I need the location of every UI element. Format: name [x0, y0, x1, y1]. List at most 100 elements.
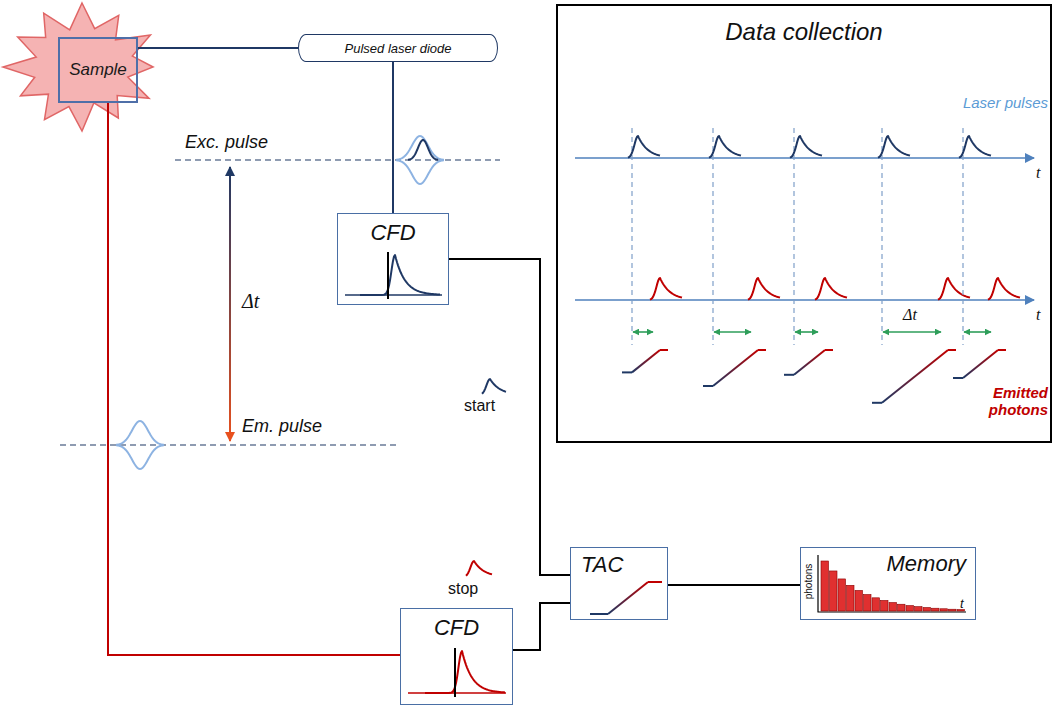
emission-label: Em. pulse [242, 416, 322, 437]
excitation-label: Exc. pulse [185, 132, 268, 153]
cfd-box: CFD [337, 213, 449, 305]
histogram-bar [898, 604, 906, 611]
delay-interval [633, 331, 653, 333]
tac-ramp [784, 374, 794, 376]
tac-ramp [794, 350, 825, 375]
tac-ramp [882, 350, 948, 403]
emission-pulse [116, 445, 164, 469]
tac-ramp [703, 385, 713, 387]
cfd-box: CFD [400, 608, 513, 705]
signal-label: stop [446, 580, 480, 598]
histogram-bar [881, 600, 889, 611]
histogram-bar [949, 609, 957, 611]
pulse-marker-line [793, 128, 794, 345]
tac-ramp [948, 349, 956, 351]
cfd-pulse [425, 651, 505, 693]
histogram-bar [847, 585, 855, 611]
excitation-pulse [408, 140, 438, 160]
laser-label: Pulsed laser diode [345, 41, 452, 56]
delay-interval [964, 331, 991, 333]
stop-pulse-icon [466, 561, 492, 576]
data-collection-panel: Data collectionLaser pulsesEmitted photo… [556, 4, 1052, 443]
tac-ramp [963, 350, 998, 378]
histogram-bar [838, 579, 846, 611]
dashed-level [175, 159, 500, 160]
delay-interval [795, 331, 818, 333]
laser-pulses-label: Laser pulses [952, 94, 1048, 111]
emission-pulse [116, 421, 164, 445]
emitted-photons-label: Emitted photons [962, 384, 1048, 418]
laser-diode: Pulsed laser diode [298, 34, 498, 62]
cfd-pulse [360, 255, 440, 295]
histogram-bar [855, 590, 863, 611]
time-axis-label: t [960, 596, 964, 611]
histogram-bar [932, 608, 940, 611]
histogram-bar [864, 595, 872, 611]
tac-ramp [825, 349, 833, 351]
photon-pulse [988, 278, 1020, 300]
delay-interval [714, 331, 751, 333]
histogram-bar [940, 609, 948, 611]
histogram-bar [915, 607, 923, 611]
tac-ramp [648, 581, 662, 583]
connector-line [513, 603, 570, 650]
connector-line [138, 47, 298, 49]
laser-pulse [628, 136, 660, 158]
cfd-label: CFD [370, 220, 415, 246]
signal-label: start [462, 397, 497, 415]
tac-ramp [998, 349, 1006, 351]
cfd-baseline [408, 692, 506, 694]
delay-label: Δt [903, 306, 917, 324]
laser-pulse [959, 136, 991, 158]
photon-pulse [748, 278, 780, 300]
laser-pulse [878, 136, 910, 158]
time-axis-label: t [1036, 164, 1040, 182]
histogram-bar [906, 606, 914, 611]
histogram-bar [923, 608, 931, 611]
pulse-marker-line [631, 128, 632, 345]
photon-pulse [938, 278, 970, 300]
connector-line [668, 584, 800, 586]
histogram-bar [821, 561, 829, 611]
tac-ramp [713, 350, 758, 386]
tac-label: TAC [581, 552, 623, 578]
tac-ramp [622, 371, 632, 373]
time-axis-label: t [1036, 306, 1040, 324]
sample-box: Sample [58, 37, 138, 103]
tac-ramp [953, 377, 963, 379]
delay-interval [883, 331, 941, 333]
tac-ramp [590, 613, 608, 615]
sample-label: Sample [69, 60, 127, 80]
axis-label: photons [803, 558, 814, 606]
pulse-marker-line [712, 128, 713, 345]
panel-title: Data collection [558, 18, 1050, 46]
tac-box: TAC [570, 547, 668, 620]
sample-burst [3, 3, 153, 131]
memory-box: Memory [800, 547, 976, 620]
laser-pulse [709, 136, 741, 158]
delay-arrow [229, 167, 231, 441]
time-axis [575, 157, 1034, 159]
connector-line [108, 103, 400, 655]
cfd-threshold [454, 648, 456, 697]
tac-ramp [632, 350, 660, 372]
histogram-bar [830, 571, 838, 611]
histogram-bar [889, 603, 897, 611]
start-pulse-icon [482, 379, 506, 394]
connector-line [392, 62, 394, 213]
laser-pulse [790, 136, 822, 158]
time-axis [575, 299, 1034, 301]
histogram-bar [872, 598, 880, 611]
cfd-threshold [387, 252, 389, 299]
tac-ramp [608, 582, 648, 614]
photon-pulse [650, 278, 682, 300]
excitation-pulse [396, 136, 444, 160]
connector-line [449, 259, 570, 575]
memory-label: Memory [887, 551, 966, 577]
photon-pulse [815, 278, 847, 300]
tac-ramp [660, 349, 668, 351]
tac-ramp [872, 402, 882, 404]
